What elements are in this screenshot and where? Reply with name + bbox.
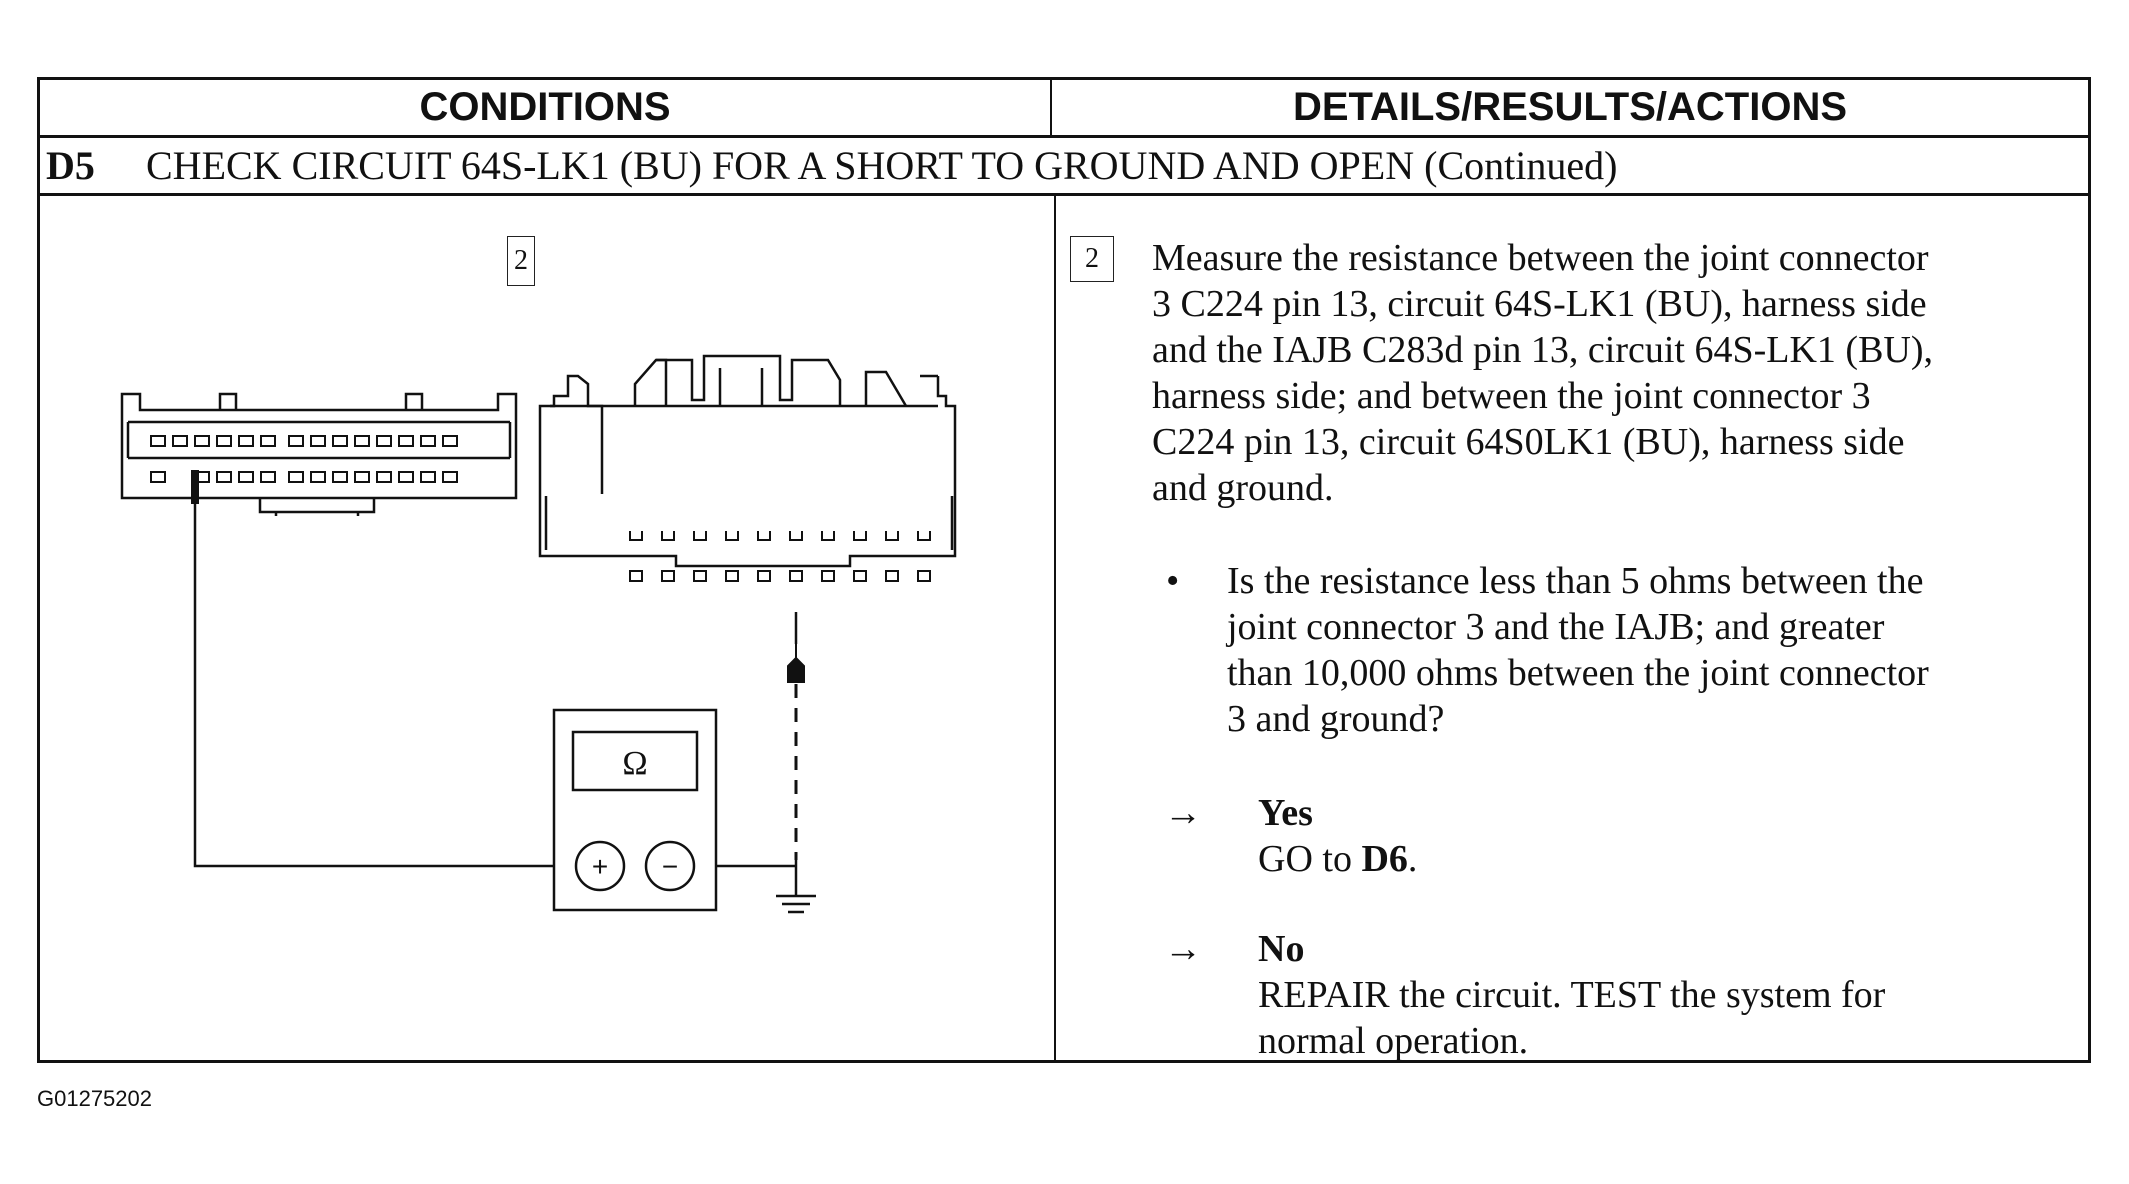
instruction-line: Measure the resistance between the joint… bbox=[1152, 237, 1929, 279]
connector-diagram: Ω + − bbox=[120, 354, 957, 914]
instruction-line: C224 pin 13, circuit 64S0LK1 (BU), harne… bbox=[1152, 421, 1905, 463]
bullet-icon: • bbox=[1166, 560, 1180, 602]
ground-icon bbox=[776, 860, 816, 914]
diagram-step-marker: 2 bbox=[507, 236, 535, 286]
yes-branch: Yes GO to D6. bbox=[1258, 790, 2058, 882]
question-line: Is the resistance less than 5 ohms betwe… bbox=[1227, 560, 1924, 602]
yes-action-prefix: GO to bbox=[1258, 838, 1362, 880]
question-line: 3 and ground? bbox=[1227, 698, 1445, 740]
step-title: CHECK CIRCUIT 64S-LK1 (BU) FOR A SHORT T… bbox=[146, 143, 1618, 188]
figure-id: G01275202 bbox=[37, 1086, 152, 1111]
no-action-line: normal operation. bbox=[1258, 1020, 1529, 1062]
ohmmeter bbox=[552, 708, 718, 912]
yes-label: Yes bbox=[1258, 792, 1313, 834]
step-number: D5 bbox=[46, 143, 95, 188]
question-line: joint connector 3 and the IAJB; and grea… bbox=[1227, 606, 1885, 648]
yes-arrow-icon: → bbox=[1164, 792, 1202, 834]
ohm-icon: Ω bbox=[622, 745, 647, 782]
no-action-line: REPAIR the circuit. TEST the system for bbox=[1258, 974, 1886, 1016]
positive-lead bbox=[193, 504, 554, 868]
yes-action-target: D6 bbox=[1361, 838, 1408, 880]
instruction-line: 3 C224 pin 13, circuit 64S-LK1 (BU), har… bbox=[1152, 283, 1927, 325]
no-arrow-icon: → bbox=[1164, 928, 1202, 970]
details-header: DETAILS/RESULTS/ACTIONS bbox=[1052, 80, 2088, 138]
instruction-text: Measure the resistance between the joint… bbox=[1152, 235, 2072, 511]
minus-terminal-label: − bbox=[662, 851, 678, 882]
question-line: than 10,000 ohms between the joint conne… bbox=[1227, 652, 1929, 694]
no-branch: No REPAIR the circuit. TEST the system f… bbox=[1258, 926, 2058, 1064]
instruction-line: and ground. bbox=[1152, 467, 1334, 509]
plus-terminal-label: + bbox=[592, 851, 608, 882]
positive-probe-tip bbox=[191, 470, 199, 504]
negative-probe-tip bbox=[787, 644, 805, 683]
step-row: D5 CHECK CIRCUIT 64S-LK1 (BU) FOR A SHOR… bbox=[40, 138, 2088, 196]
no-label: No bbox=[1258, 928, 1305, 970]
question-text: Is the resistance less than 5 ohms betwe… bbox=[1227, 558, 2067, 742]
instruction-line: harness side; and between the joint conn… bbox=[1152, 375, 1871, 417]
details-step-marker: 2 bbox=[1070, 236, 1114, 282]
yes-action: GO to D6. bbox=[1258, 836, 2058, 882]
procedure-table: CONDITIONS DETAILS/RESULTS/ACTIONS D5 CH… bbox=[37, 77, 2091, 1063]
iajb-connector-c283d bbox=[538, 354, 957, 568]
yes-action-suffix: . bbox=[1407, 838, 1418, 880]
conditions-header: CONDITIONS bbox=[40, 80, 1052, 138]
column-divider bbox=[1054, 196, 1056, 1060]
joint-connector-c224 bbox=[120, 392, 518, 516]
instruction-line: and the IAJB C283d pin 13, circuit 64S-L… bbox=[1152, 329, 1934, 371]
